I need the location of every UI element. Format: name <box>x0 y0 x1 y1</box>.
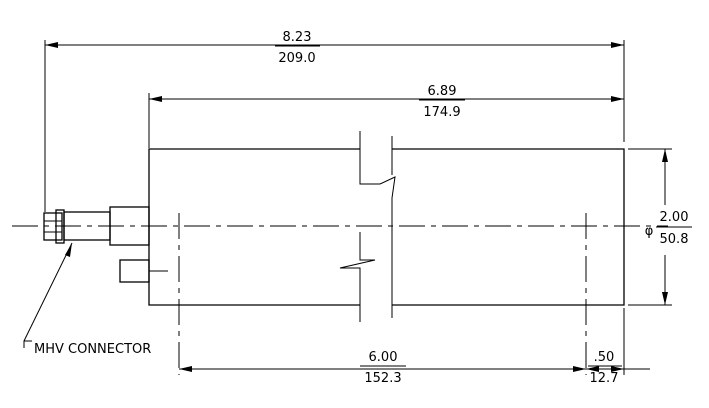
overall-length-dimension: 8.23 209.0 <box>44 30 625 212</box>
mount-spacing-left-arrowhead <box>179 366 192 372</box>
body-length-dimension: 6.89 174.9 <box>148 84 624 148</box>
diameter-inch: 2.00 <box>660 210 689 225</box>
mount-spacing-inch: 6.00 <box>369 350 398 365</box>
connector-callout: MHV CONNECTOR <box>23 242 151 357</box>
connector-label: MHV CONNECTOR <box>34 342 151 357</box>
body-left-arrowhead <box>149 96 162 102</box>
callout-leader-line <box>23 242 73 342</box>
end-offset-mm: 12.7 <box>590 371 619 386</box>
overall-left-arrowhead <box>45 42 58 48</box>
diameter-dimension: φ 2.00 50.8 <box>628 148 692 306</box>
side-fitting <box>119 259 168 283</box>
overall-length-mm: 209.0 <box>278 51 315 66</box>
end-offset-inch: .50 <box>594 350 615 365</box>
end-offset-dimension: .50 12.7 <box>586 308 650 386</box>
body-length-mm: 174.9 <box>423 105 460 120</box>
body-right-outline <box>392 148 625 306</box>
break-line-top <box>359 131 396 318</box>
overall-length-inch: 8.23 <box>283 30 312 45</box>
break-line-bottom <box>339 232 376 322</box>
mount-spacing-right-arrowhead <box>573 366 586 372</box>
callout-arrowhead <box>65 243 72 257</box>
body-right-arrowhead <box>611 96 624 102</box>
overall-right-arrowhead <box>611 42 624 48</box>
callout-bracket <box>23 340 32 348</box>
diameter-mm: 50.8 <box>660 232 689 247</box>
diameter-top-arrowhead <box>662 149 668 162</box>
mount-spacing-mm: 152.3 <box>364 371 401 386</box>
cylinder-body <box>148 131 625 322</box>
body-length-inch: 6.89 <box>428 84 457 99</box>
diameter-bottom-arrowhead <box>662 292 668 305</box>
body-left-outline <box>148 148 360 306</box>
end-offset-left-arrowhead <box>586 366 599 372</box>
mount-spacing-dimension: 6.00 152.3 <box>179 350 586 386</box>
end-offset-right-arrowhead <box>611 366 624 372</box>
diameter-symbol: φ <box>645 224 654 239</box>
side-fitting-body <box>119 259 150 283</box>
